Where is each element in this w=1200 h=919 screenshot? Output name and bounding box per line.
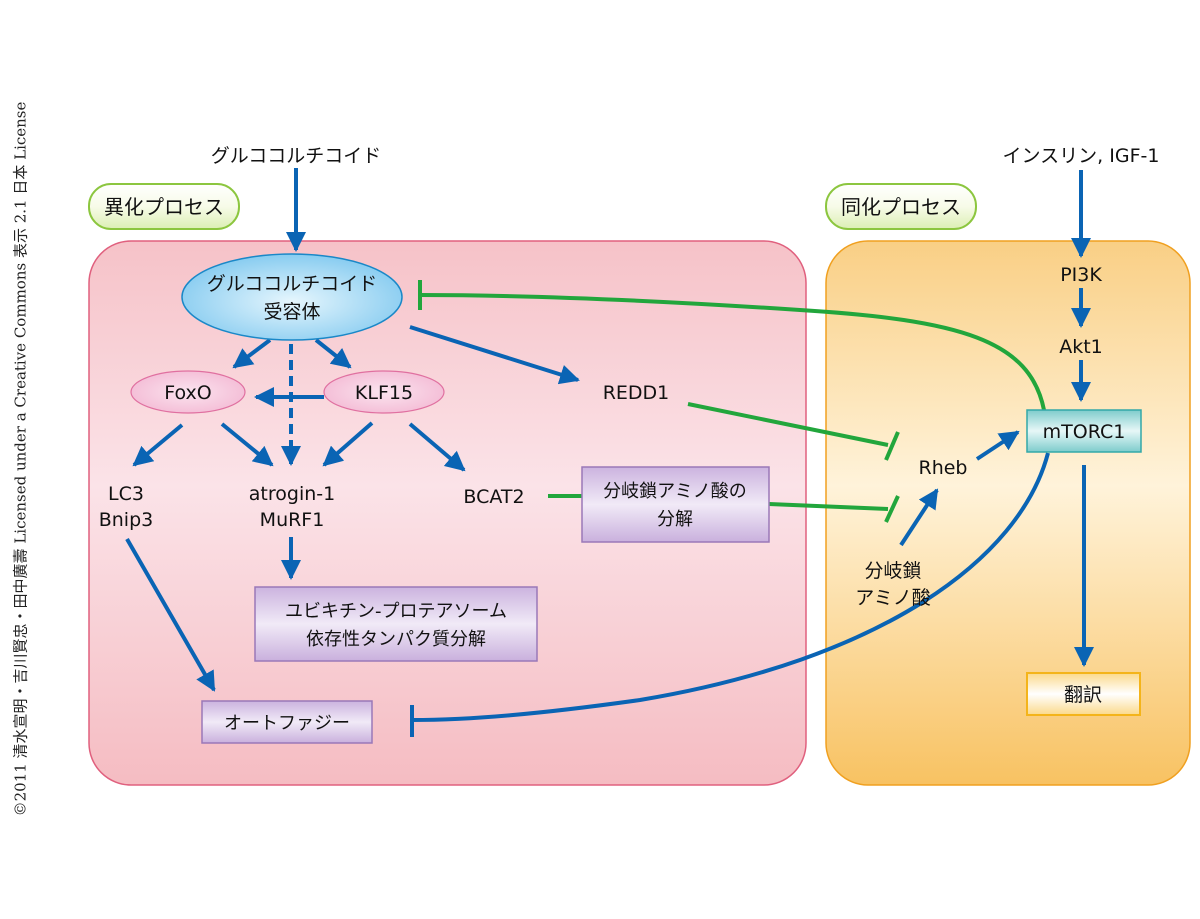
mtorc1-inhibits-autophagy-line <box>411 452 1050 722</box>
bcaa-degradation-line2: 分解 <box>657 509 693 530</box>
klf15-to-atrogin-arrow <box>322 421 374 467</box>
bcat2-label: BCAT2 <box>463 486 524 508</box>
anabolic-label: 同化プロセス <box>841 195 961 219</box>
bcaa-degradation-line1: 分岐鎖アミノ酸の <box>603 481 747 502</box>
receptor-to-klf15-arrow <box>314 338 352 369</box>
rheb-inhibition-bar-2 <box>884 495 900 523</box>
bcaa-degradation-box: 分岐鎖アミノ酸の 分解 <box>581 466 770 543</box>
autophagy-box: オートファジー <box>201 700 373 744</box>
ubiquitin-proteasome-box: ユビキチン-プロテアソーム 依存性タンパク質分解 <box>254 586 538 662</box>
rheb-label: Rheb <box>919 457 968 479</box>
lc3-to-autophagy-arrow <box>125 538 216 692</box>
foxo-to-atrogin-arrow <box>220 422 274 467</box>
klf15-node: KLF15 <box>323 370 445 414</box>
mtorc1-label: mTORC1 <box>1043 421 1126 443</box>
translation-box: 翻訳 <box>1026 672 1141 716</box>
translation-label: 翻訳 <box>1064 684 1102 706</box>
atrogin1-label: atrogin-1 <box>249 483 335 505</box>
bcaa-to-rheb-arrow <box>899 488 939 547</box>
ubiquitin-line1: ユビキチン-プロテアソーム <box>285 601 507 622</box>
lc3-label: LC3 <box>108 483 144 505</box>
ubiquitin-line2: 依存性タンパク質分解 <box>306 629 486 650</box>
pi3k-label: PI3K <box>1060 264 1102 286</box>
klf15-label: KLF15 <box>355 382 413 404</box>
mtorc1-inhibits-receptor-line <box>419 293 1046 411</box>
catabolic-label: 異化プロセス <box>104 195 224 219</box>
rheb-inhibition-bar-1 <box>884 431 900 461</box>
bcaa-label-line1: 分岐鎖 <box>864 560 921 582</box>
receptor-to-foxo-arrow <box>232 338 272 369</box>
autophagy-label: オートファジー <box>224 713 350 734</box>
glucocorticoid-input-label: グルココルチコイド <box>211 145 382 167</box>
redd1-inhibits-rheb-line <box>687 402 889 447</box>
akt1-label: Akt1 <box>1059 336 1103 358</box>
anabolic-panel <box>825 240 1191 786</box>
receptor-label-line2: 受容体 <box>263 301 320 323</box>
foxo-to-lc3-arrow <box>132 423 184 467</box>
insulin-igf1-input-label: インスリン, IGF-1 <box>1003 145 1160 167</box>
murf1-label: MuRF1 <box>260 509 325 531</box>
glucocorticoid-receptor-node: グルココルチコイド 受容体 <box>181 253 403 341</box>
bnip3-label: Bnip3 <box>99 509 154 531</box>
receptor-label-line1: グルココルチコイド <box>207 273 378 295</box>
bcaa-degradation-inhibits-rheb-line <box>768 502 889 511</box>
klf15-to-bcat2-arrow <box>408 422 466 472</box>
catabolic-label-pill: 異化プロセス <box>88 183 240 230</box>
anabolic-label-pill: 同化プロセス <box>825 183 977 230</box>
rheb-to-mtorc1-arrow <box>975 430 1020 461</box>
foxo-label: FoxO <box>164 382 212 404</box>
mtorc1-node: mTORC1 <box>1026 409 1142 453</box>
foxo-node: FoxO <box>130 370 246 414</box>
redd1-label: REDD1 <box>603 382 670 404</box>
bcaa-label-line2: アミノ酸 <box>855 587 931 609</box>
receptor-to-redd1-arrow <box>409 325 580 385</box>
